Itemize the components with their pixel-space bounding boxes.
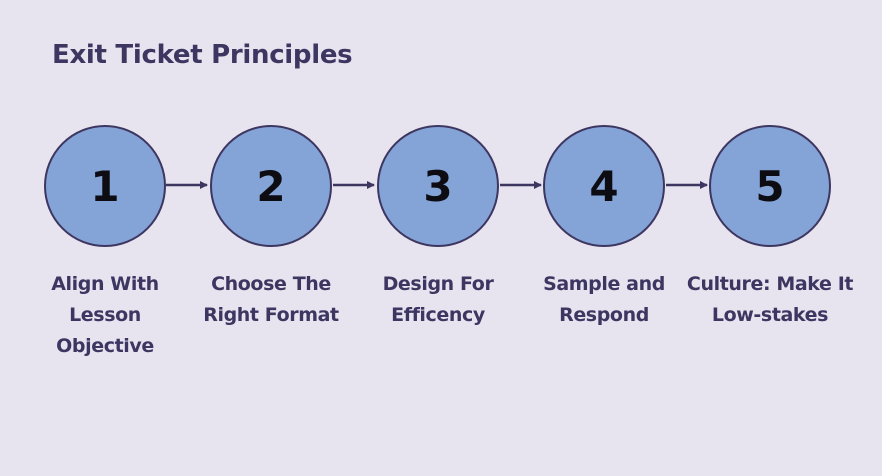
- step-label: Choose The Right Format: [203, 273, 339, 326]
- step-2: 2 Choose The Right Format: [186, 125, 356, 331]
- step-3: 3 Design For Efficency: [353, 125, 523, 331]
- step-1: 1 Align With Lesson Objective: [20, 125, 190, 362]
- step-4: 4 Sample and Respond: [519, 125, 689, 331]
- step-5: 5 Culture: Make It Low-stakes: [685, 125, 855, 331]
- step-label: Align With Lesson Objective: [51, 273, 159, 357]
- step-circle: 5: [709, 125, 831, 247]
- step-number: 4: [589, 161, 619, 211]
- step-label: Design For Efficency: [382, 273, 494, 326]
- step-circle: 3: [377, 125, 499, 247]
- page-title: Exit Ticket Principles: [52, 40, 353, 70]
- step-circle: 2: [210, 125, 332, 247]
- step-number: 2: [256, 161, 286, 211]
- step-number: 5: [755, 161, 785, 211]
- step-number: 3: [423, 161, 453, 211]
- step-circle: 1: [44, 125, 166, 247]
- step-label: Culture: Make It Low-stakes: [686, 273, 854, 326]
- step-label: Sample and Respond: [543, 273, 665, 326]
- step-number: 1: [90, 161, 120, 211]
- step-circle: 4: [543, 125, 665, 247]
